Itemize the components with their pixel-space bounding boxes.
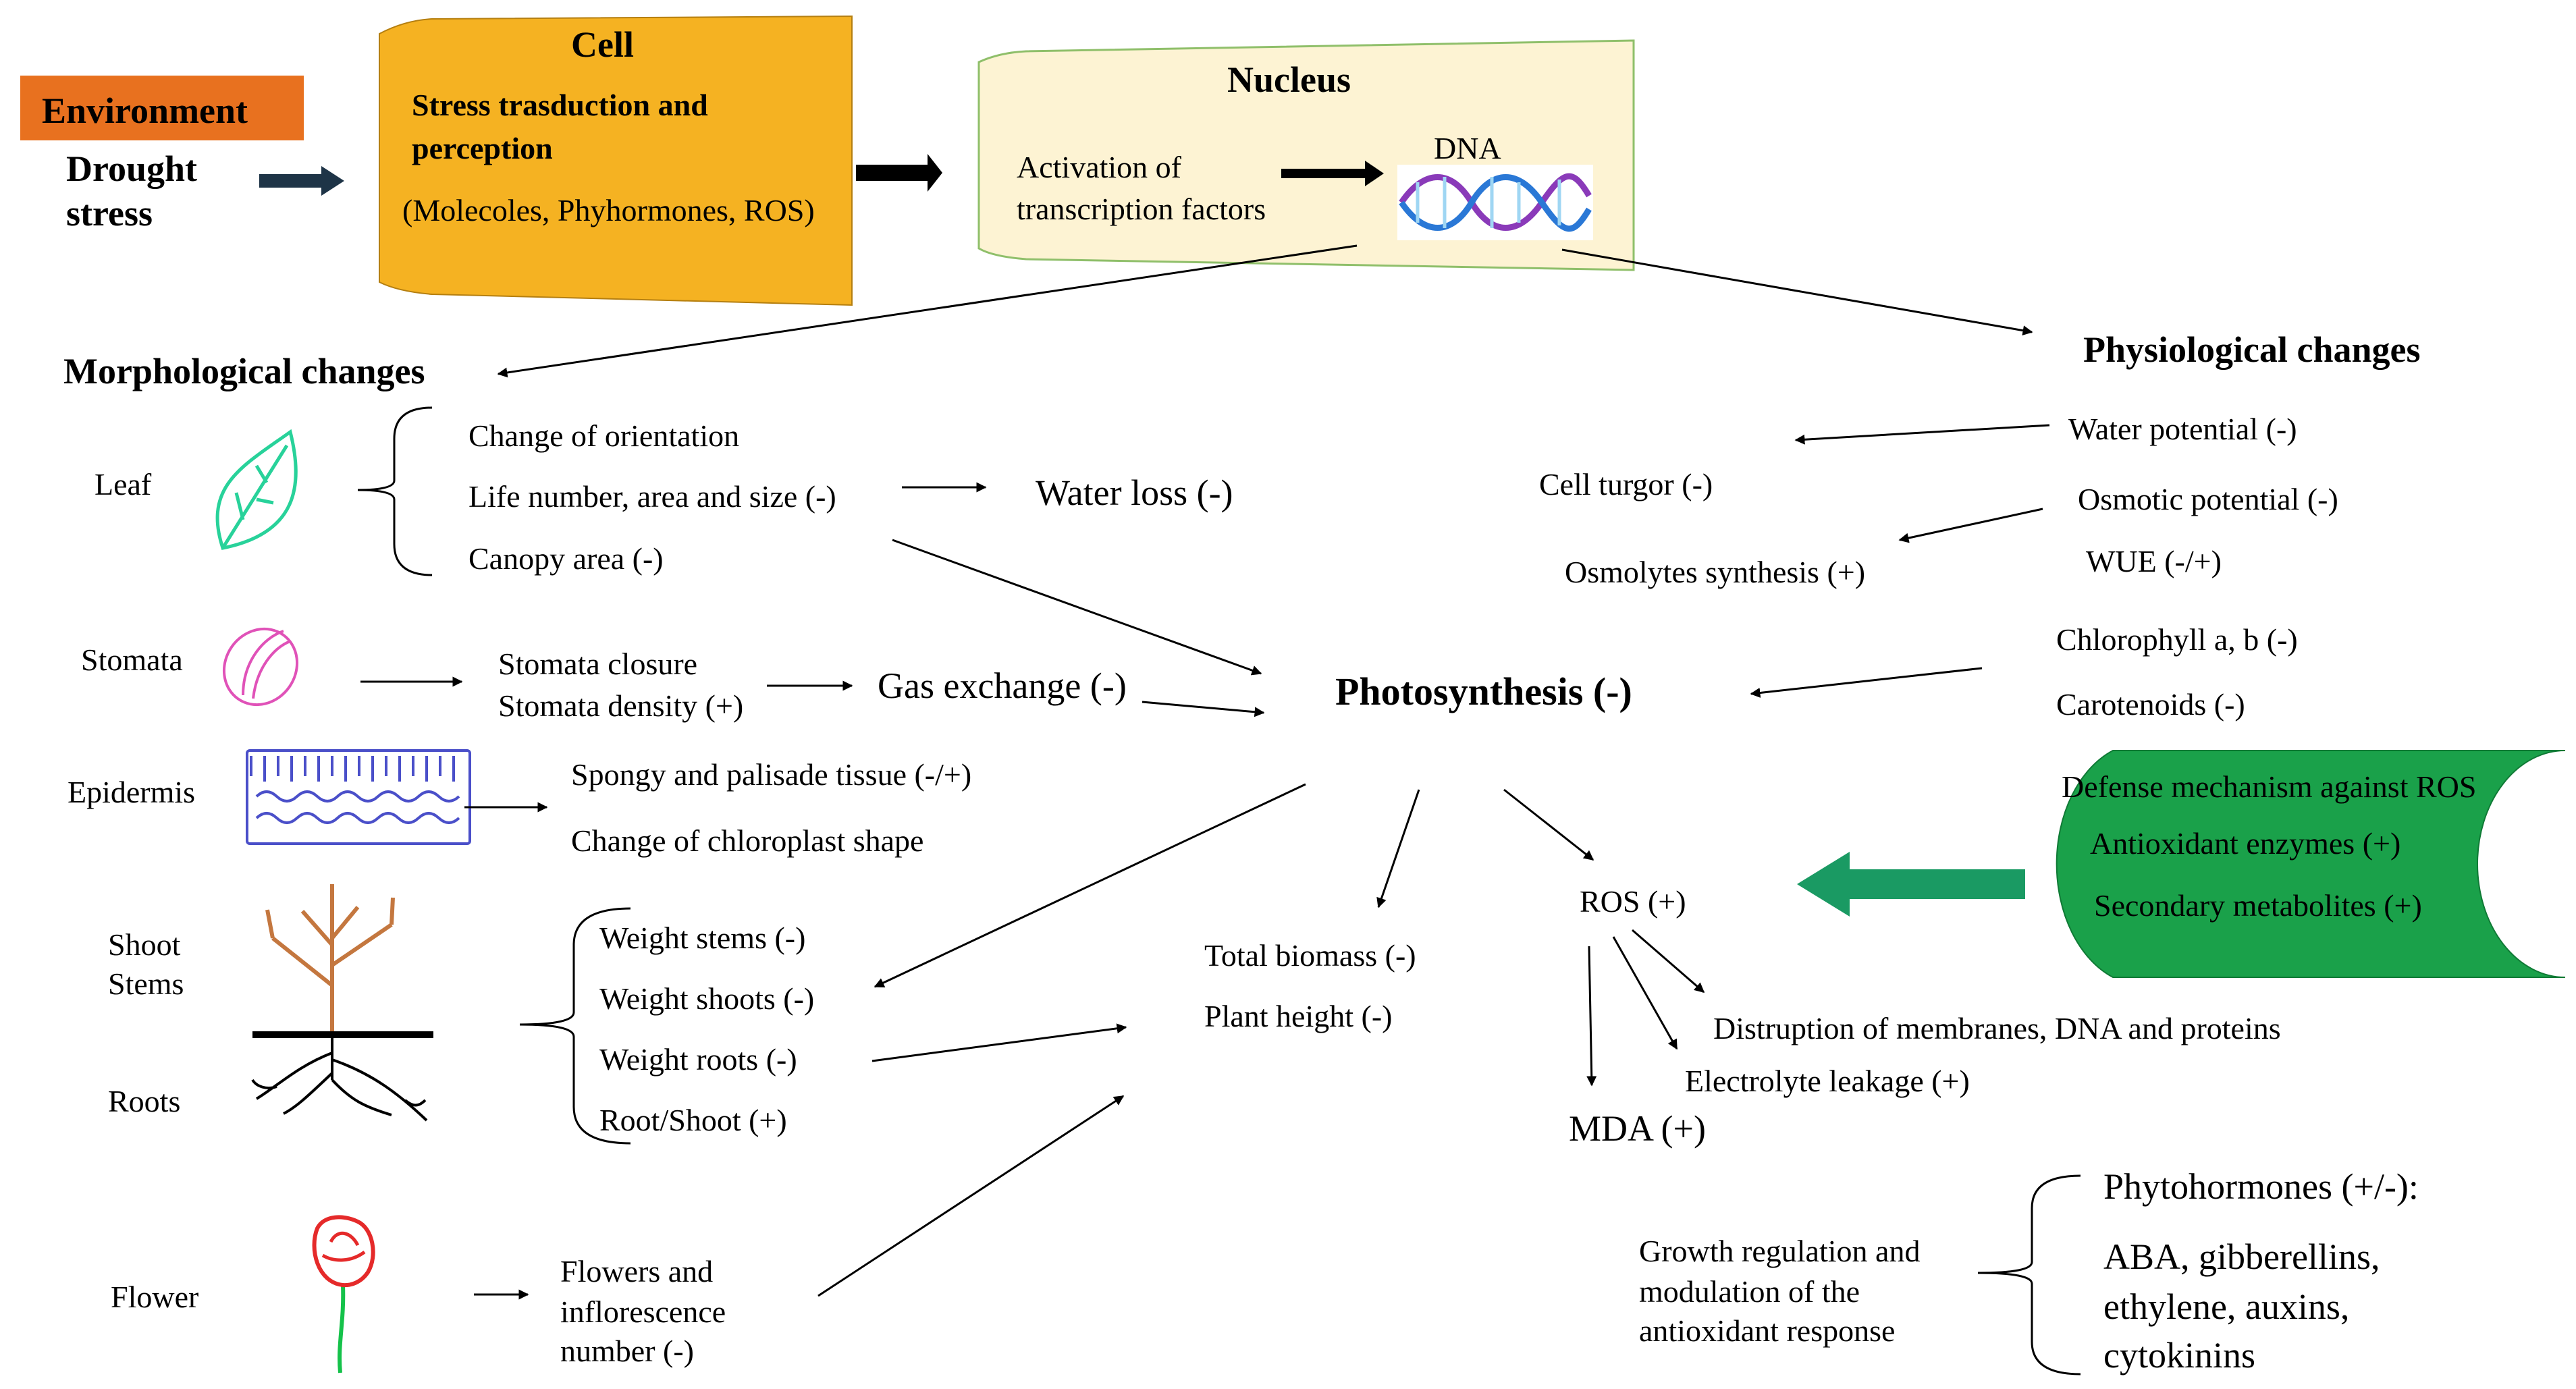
phytohormones-line1: ABA, gibberellins, (2103, 1236, 2380, 1277)
arrow-photosynthesis-to-ros (1503, 788, 1594, 861)
cell-text-line1: Stress trasduction and (412, 88, 708, 122)
plant-shoot-root-icon (251, 884, 433, 1122)
mda-label: MDA (+) (1569, 1108, 1706, 1149)
arrow-ros-to-electrolyte (1612, 936, 1678, 1050)
chlorophyll-label: Chlorophyll a, b (-) (2056, 622, 2298, 657)
arrow-gas-to-photosynthesis (1142, 701, 1265, 717)
defense-box (2056, 750, 2566, 978)
defense-title: Defense mechanism against ROS (2062, 769, 2477, 804)
total-biomass-label: Total biomass (-) (1204, 938, 1416, 973)
nucleus-title: Nucleus (1227, 59, 1351, 100)
arrow-waterpotential-to-turgor (1794, 424, 2050, 445)
leaf-bracket (357, 406, 433, 576)
organ-stems-label: Stems (108, 966, 184, 1001)
arrow-nucleus-physiological (1561, 248, 2033, 336)
arrow-roots-to-biomass (871, 1023, 1127, 1062)
osmotic-potential-label: Osmotic potential (-) (2078, 482, 2338, 516)
cell-text-line2: perception (412, 131, 553, 165)
organ-stomata-label: Stomata (81, 643, 183, 677)
cell-title: Cell (571, 24, 634, 65)
environment-box (20, 76, 304, 140)
physiological-heading: Physiological changes (2083, 329, 2421, 370)
electrolyte-leakage-label: Electrolyte leakage (+) (1685, 1064, 1970, 1098)
secondary-metabolites-label: Secondary metabolites (+) (2094, 888, 2422, 923)
flower-item: Flowers and (560, 1254, 714, 1288)
phytohormones-line3: cytokinins (2103, 1335, 2255, 1376)
leaf-item: Life number, area and size (-) (468, 479, 836, 514)
growth-line3: antioxidant response (1639, 1313, 1896, 1348)
flower-item: number (-) (560, 1334, 694, 1368)
dna-label: DNA (1434, 131, 1501, 165)
drought-label-line2: stress (66, 193, 153, 234)
weight-item: Weight stems (-) (599, 921, 806, 955)
disruption-label: Distruption of membranes, DNA and protei… (1713, 1011, 2281, 1045)
phytohormones-bracket (1977, 1174, 2081, 1376)
drought-label-line1: Drought (66, 148, 198, 189)
arrow-photosynthesis-to-biomass (1376, 789, 1420, 908)
cell-text-line3: (Molecoles, Phyhormones, ROS) (402, 193, 815, 227)
cell-turgor-label: Cell turgor (-) (1539, 467, 1713, 501)
nucleus-text-line1: Activation of (1017, 150, 1181, 184)
flower-icon (312, 1215, 375, 1373)
environment-title: Environment (42, 90, 248, 131)
stomata-icon (222, 627, 299, 707)
epidermis-icon (246, 749, 471, 845)
arrow-photosynthesis-to-weight (874, 783, 1306, 988)
arrow-canopy-to-photosynthesis (892, 539, 1262, 676)
nucleus-text-line2: transcription factors (1017, 192, 1266, 226)
antioxidant-enzymes-label: Antioxidant enzymes (+) (2090, 826, 2401, 861)
weight-item: Weight roots (-) (599, 1042, 797, 1077)
arrow-ros-to-mda (1586, 946, 1597, 1087)
organ-flower-label: Flower (111, 1280, 199, 1314)
arrow-flower-to-biomass (817, 1095, 1125, 1297)
arrow-chlorophyll-to-photosynthesis (1750, 667, 1983, 698)
morphological-heading: Morphological changes (63, 351, 425, 391)
photosynthesis-label: Photosynthesis (-) (1335, 670, 1632, 713)
organ-roots-label: Roots (108, 1084, 181, 1118)
stomata-item: Stomata closure (498, 647, 698, 681)
leaf-icon (215, 429, 298, 550)
phytohormones-title: Phytohormones (+/-): (2103, 1166, 2419, 1207)
wue-label: WUE (-/+) (2086, 544, 2222, 578)
weight-bracket (519, 907, 631, 1145)
phytohormones-line2: ethylene, auxins, (2103, 1286, 2350, 1327)
organ-leaf-label: Leaf (95, 467, 152, 501)
weight-item: Root/Shoot (+) (599, 1103, 787, 1137)
epidermis-item: Change of chloroplast shape (571, 823, 924, 858)
drought-to-cell-arrow (259, 166, 344, 196)
organ-shoot-label: Shoot (108, 927, 181, 962)
carotenoids-label: Carotenoids (-) (2056, 687, 2245, 721)
flower-item: inflorescence (560, 1295, 726, 1329)
weight-item: Weight shoots (-) (599, 981, 815, 1016)
plant-height-label: Plant height (-) (1204, 999, 1393, 1033)
organ-epidermis-label: Epidermis (68, 775, 196, 809)
activation-to-dna-arrow (1281, 161, 1384, 186)
epidermis-item: Spongy and palisade tissue (-/+) (571, 757, 972, 792)
cell-box (379, 15, 853, 306)
ros-label: ROS (+) (1580, 884, 1686, 919)
leaf-item: Canopy area (-) (468, 541, 664, 576)
growth-line2: modulation of the (1639, 1274, 1860, 1309)
arrow-osmotic-to-osmolytes (1898, 508, 2043, 543)
water-loss-label: Water loss (-) (1036, 472, 1233, 513)
water-potential-label: Water potential (-) (2068, 412, 2297, 446)
arrow-ros-to-disruption (1632, 929, 1705, 993)
gas-exchange-label: Gas exchange (-) (878, 665, 1127, 706)
osmolytes-label: Osmolytes synthesis (+) (1565, 555, 1866, 589)
defense-to-ros-arrow (1797, 852, 2025, 917)
stomata-item: Stomata density (+) (498, 688, 744, 723)
dna-helix-icon (1397, 165, 1593, 240)
leaf-item: Change of orientation (468, 418, 740, 453)
cell-to-nucleus-arrow (856, 154, 942, 192)
growth-line1: Growth regulation and (1639, 1234, 1921, 1268)
arrow-nucleus-morphological (497, 244, 1358, 378)
